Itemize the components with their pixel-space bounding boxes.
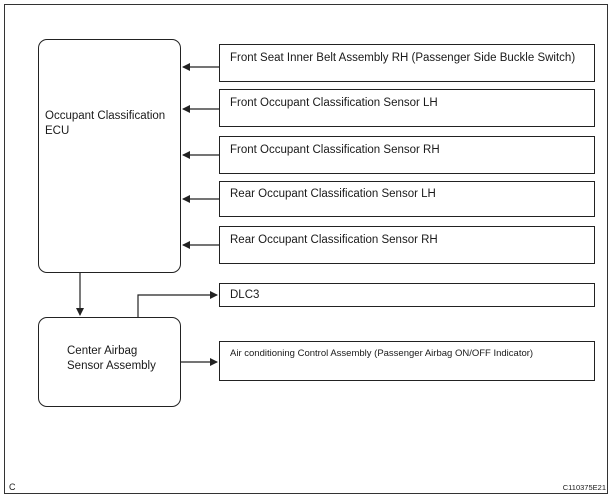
occupant-classification-ecu-label: Occupant Classification ECU <box>45 109 165 139</box>
corner-label-right: C110375E21 <box>562 483 606 492</box>
input-label-front-sensor-rh: Front Occupant Classification Sensor RH <box>230 144 440 156</box>
input-box-front-sensor-lh <box>219 89 595 127</box>
wire-airbag-ecu-to-dlc3 <box>137 291 218 317</box>
input-box-rear-sensor-rh <box>219 226 595 264</box>
input-label-rear-sensor-rh: Rear Occupant Classification Sensor RH <box>230 234 438 246</box>
corner-label-left: C <box>9 482 16 492</box>
center-airbag-sensor-assembly-label: Center Airbag Sensor Assembly <box>67 344 156 374</box>
dlc3-label: DLC3 <box>230 289 260 301</box>
ecu-label-line1: Occupant Classification <box>45 110 166 122</box>
input-box-rear-sensor-lh <box>219 181 595 217</box>
input-box-front-sensor-rh <box>219 136 595 174</box>
dlc3-box <box>219 283 595 307</box>
diagram-frame <box>4 4 608 494</box>
input-box-buckle-switch <box>219 44 595 82</box>
ecu-label-line2: ECU <box>45 125 70 137</box>
input-label-rear-sensor-lh: Rear Occupant Classification Sensor LH <box>230 188 436 200</box>
center-airbag-sensor-assembly-box <box>38 317 181 407</box>
airbag-label-line2: Sensor Assembly <box>67 360 156 372</box>
input-label-buckle-switch: Front Seat Inner Belt Assembly RH (Passe… <box>230 52 576 64</box>
occupant-classification-ecu-box <box>38 39 181 273</box>
ac-control-assembly-label: Air conditioning Control Assembly (Passe… <box>230 348 534 359</box>
airbag-label-line1: Center Airbag <box>67 345 138 357</box>
ac-control-assembly-box <box>219 341 595 381</box>
input-label-front-sensor-lh: Front Occupant Classification Sensor LH <box>230 97 438 109</box>
